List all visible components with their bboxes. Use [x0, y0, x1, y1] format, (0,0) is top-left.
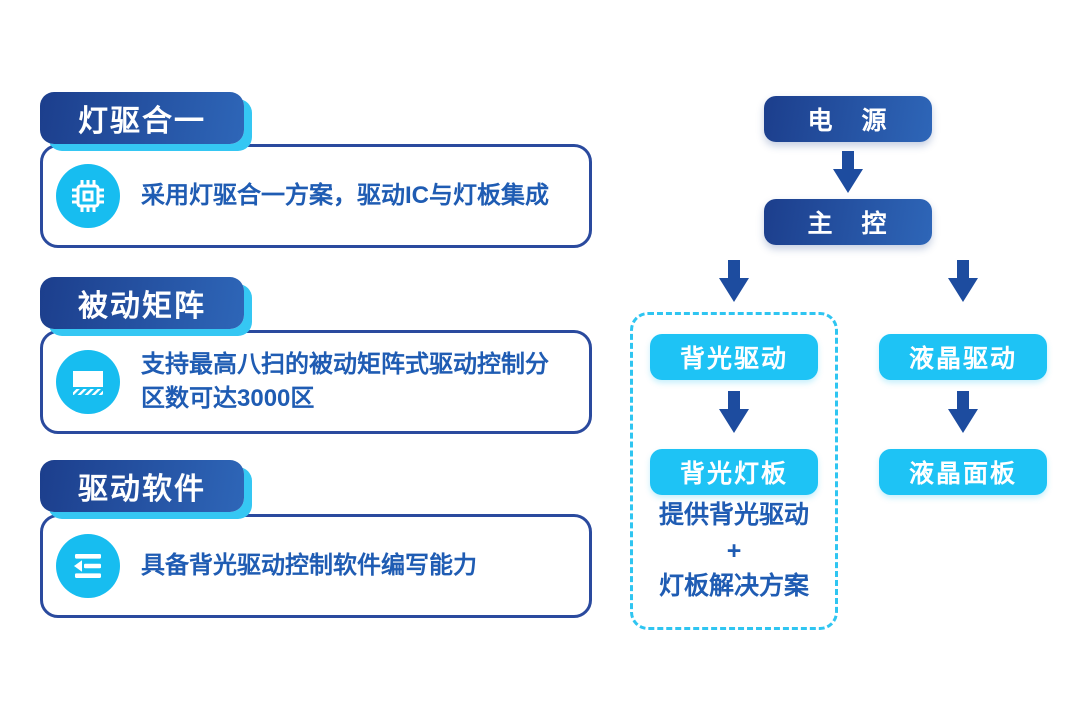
feature-title-badge-driver-software: 驱动软件	[40, 460, 244, 512]
feature-card-lamp-drive: 采用灯驱合一方案，驱动IC与灯板集成	[40, 144, 592, 248]
outdent-icon	[56, 534, 120, 598]
feature-title-badge-lamp-drive: 灯驱合一	[40, 92, 244, 144]
feature-description-lamp-drive: 采用灯驱合一方案，驱动IC与灯板集成	[141, 181, 549, 209]
chip-icon	[56, 164, 120, 228]
flow-node-backlight-drive: 背光驱动	[650, 334, 818, 380]
panel-icon	[56, 350, 120, 414]
note-line-2: 灯板解决方案	[658, 572, 809, 600]
arrow-down-icon	[719, 260, 749, 302]
feature-description-passive-matrix: 支持最高八扫的被动矩阵式驱动控制分区数可达3000区	[141, 350, 549, 412]
flow-node-lcd-drive: 液晶驱动	[879, 334, 1047, 380]
flow-node-lcd-panel: 液晶面板	[879, 449, 1047, 495]
note-plus: +	[726, 536, 742, 565]
feature-title-badge-passive-matrix: 被动矩阵	[40, 277, 244, 329]
flow-node-main-control: 主 控	[764, 199, 932, 245]
backlight-solution-outline	[630, 312, 838, 630]
feature-card-passive-matrix: 支持最高八扫的被动矩阵式驱动控制分区数可达3000区	[40, 330, 592, 434]
arrow-down-icon	[833, 151, 863, 193]
flow-node-power: 电 源	[764, 96, 932, 142]
flow-node-backlight-board: 背光灯板	[650, 449, 818, 495]
arrow-down-icon	[719, 391, 749, 433]
feature-card-driver-software: 具备背光驱动控制软件编写能力	[40, 514, 592, 618]
feature-description-driver-software: 具备背光驱动控制软件编写能力	[141, 551, 477, 579]
note-line-1: 提供背光驱动	[658, 501, 809, 529]
backlight-solution-note: 提供背光驱动 + 灯板解决方案	[630, 499, 838, 603]
arrow-down-icon	[948, 260, 978, 302]
arrow-down-icon	[948, 391, 978, 433]
